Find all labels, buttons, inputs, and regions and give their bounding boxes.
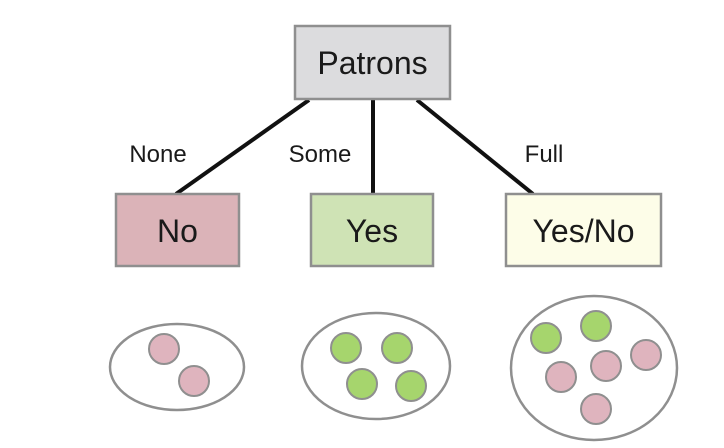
root-node-box bbox=[293, 24, 452, 101]
negative-example-dot bbox=[580, 393, 612, 425]
example-group-outline bbox=[300, 311, 452, 421]
positive-example-dot bbox=[580, 310, 612, 342]
root-node-label: Patrons bbox=[317, 45, 427, 81]
leaf-node-no: No bbox=[114, 192, 241, 268]
negative-example-dot bbox=[545, 361, 577, 393]
leaf-node-label-yes-no: Yes/No bbox=[533, 213, 635, 249]
leaf-node-label-yes: Yes bbox=[346, 213, 398, 249]
edge-label-some: Some bbox=[289, 141, 352, 168]
edge-none bbox=[174, 98, 311, 196]
leaf-node-label-no: No bbox=[157, 213, 198, 249]
edge-label-none: None bbox=[129, 141, 186, 168]
negative-example-dot bbox=[590, 350, 622, 382]
leaf-node-box-no bbox=[114, 192, 241, 268]
example-group-some bbox=[300, 311, 452, 421]
leaf-node-yes: Yes bbox=[309, 192, 435, 268]
leaf-node-box-yes-no bbox=[504, 192, 663, 268]
positive-example-dot bbox=[530, 322, 562, 354]
negative-example-dot bbox=[148, 333, 180, 365]
negative-example-dot bbox=[178, 365, 210, 397]
positive-example-dot bbox=[330, 332, 362, 364]
edge-full bbox=[415, 98, 535, 196]
edge-label-full: Full bbox=[525, 141, 564, 168]
positive-example-dot bbox=[395, 370, 427, 402]
example-group-full bbox=[509, 294, 679, 442]
example-group-outline bbox=[108, 322, 246, 412]
leaf-node-box-yes bbox=[309, 192, 435, 268]
positive-example-dot bbox=[346, 368, 378, 400]
root-node: Patrons bbox=[293, 24, 452, 101]
positive-example-dot bbox=[381, 332, 413, 364]
negative-example-dot bbox=[630, 339, 662, 371]
leaf-node-yes-no: Yes/No bbox=[504, 192, 663, 268]
example-group-none bbox=[108, 322, 246, 412]
